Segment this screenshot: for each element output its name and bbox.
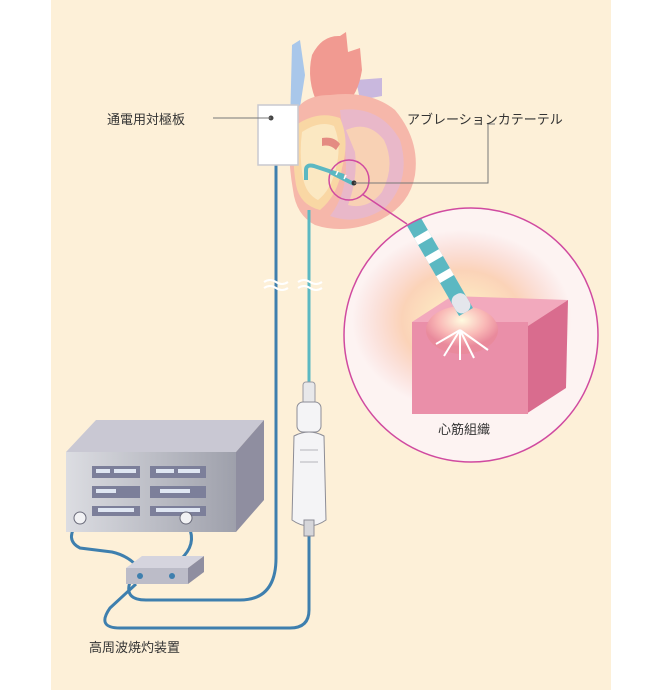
generator-cable-left — [70, 521, 142, 571]
catheter-shaft — [304, 163, 345, 180]
connector-box — [126, 556, 204, 584]
zoom-view — [343, 207, 599, 463]
label-rf-generator: 高周波焼灼装置 — [89, 641, 181, 656]
label-return-plate: 通電用対極板 — [107, 113, 186, 128]
cable-break-right — [297, 279, 323, 291]
cable-break-left — [263, 279, 289, 291]
catheter-handle — [291, 381, 327, 537]
handle-cable — [103, 536, 311, 630]
rf-generator — [66, 420, 264, 532]
plate-cable — [127, 160, 278, 602]
catheter-leader — [354, 123, 495, 184]
heart — [289, 32, 416, 229]
zoom-connector — [361, 193, 408, 225]
label-ablation-catheter: アブレーションカテーテル — [407, 113, 563, 128]
label-myocardial-tissue: 心筋組織 — [438, 423, 491, 438]
return-plate — [257, 104, 299, 166]
detail-ring — [328, 159, 370, 201]
